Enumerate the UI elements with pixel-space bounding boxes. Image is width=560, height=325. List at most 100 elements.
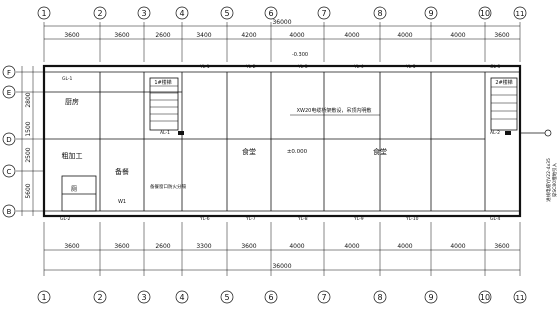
svg-text:5600: 5600 <box>25 183 32 198</box>
svg-text:4200: 4200 <box>241 32 256 39</box>
svg-text:9: 9 <box>428 9 433 18</box>
svg-text:2600: 2600 <box>155 243 170 250</box>
svg-text:2500: 2500 <box>25 147 32 162</box>
axis-bubble-top: 7 <box>317 6 331 20</box>
room-kitchen: 厨房 <box>65 97 79 106</box>
svg-text:4: 4 <box>179 293 184 302</box>
stair-1: 1#楼梯 <box>149 77 179 131</box>
svg-text:1#楼梯: 1#楼梯 <box>154 79 171 86</box>
axis-bubble-bottom: 6 <box>264 290 278 304</box>
axis-bubble-bottom: 8 <box>373 290 387 304</box>
svg-text:YL-8: YL-8 <box>297 216 308 222</box>
bottom-axis-bubbles: 1 2 3 4 5 6 7 8 9 10 11 <box>37 290 527 304</box>
svg-text:10: 10 <box>480 293 490 302</box>
svg-text:4: 4 <box>179 9 184 18</box>
axis-bubble-bottom: 7 <box>317 290 331 304</box>
svg-text:3600: 3600 <box>114 32 129 39</box>
svg-text:6: 6 <box>268 9 273 18</box>
svg-text:5: 5 <box>224 9 229 18</box>
elevation-mark-top: -0.300 <box>292 52 308 58</box>
top-axis-bubbles: 1 2 3 4 5 6 7 8 9 10 11 <box>37 6 527 20</box>
axis-bubble-top: 9 <box>424 6 438 20</box>
svg-text:4000: 4000 <box>289 32 304 39</box>
svg-text:YL-2: YL-2 <box>245 64 256 70</box>
axis-bubble-left: B <box>2 204 16 218</box>
svg-text:YL-6: YL-6 <box>199 216 210 222</box>
svg-text:4000: 4000 <box>344 243 359 250</box>
axis-bubble-bottom: 11 <box>513 290 527 304</box>
svg-text:5: 5 <box>224 293 229 302</box>
svg-text:11: 11 <box>516 10 525 18</box>
svg-text:YL-10: YL-10 <box>405 216 419 222</box>
svg-text:C: C <box>7 168 12 176</box>
svg-text:YL-4: YL-4 <box>353 64 364 70</box>
svg-text:E: E <box>7 89 11 97</box>
svg-text:1: 1 <box>41 9 46 18</box>
axis-bubble-bottom: 3 <box>137 290 151 304</box>
svg-text:YL-3: YL-3 <box>297 64 308 70</box>
svg-text:7: 7 <box>321 293 326 302</box>
cable-tray-note: XW20电缆桥架敷设，吊顶内明敷 <box>297 107 372 114</box>
svg-text:4000: 4000 <box>450 32 465 39</box>
axis-bubble-bottom: 1 <box>37 290 51 304</box>
axis-bubble-left: D <box>2 132 16 146</box>
svg-text:GL-3: GL-3 <box>490 64 501 70</box>
axis-bubble-top: 3 <box>137 6 151 20</box>
svg-text:9: 9 <box>428 293 433 302</box>
svg-text:4000: 4000 <box>450 243 465 250</box>
room-note: 备餐窗口防火分隔 <box>150 183 186 190</box>
axis-bubble-top: 10 <box>478 6 492 20</box>
axis-bubble-bottom: 10 <box>478 290 492 304</box>
room-storage: 备餐 <box>115 167 129 176</box>
room-toilet: 厕 <box>71 186 77 193</box>
left-axis-bubbles: F E D C B <box>2 65 16 218</box>
svg-text:3600: 3600 <box>494 32 509 39</box>
svg-text:3600: 3600 <box>241 243 256 250</box>
svg-text:AL-2: AL-2 <box>490 130 500 136</box>
building-walls <box>42 64 522 218</box>
svg-text:6: 6 <box>268 293 273 302</box>
svg-text:YL-1: YL-1 <box>199 64 210 70</box>
svg-text:8: 8 <box>377 9 382 18</box>
bottom-tags: GL-2 YL-6 YL-7 YL-8 YL-9 YL-10 GL-4 <box>60 216 501 222</box>
stair-2: 2#楼梯 <box>490 77 518 131</box>
svg-text:11: 11 <box>516 294 525 302</box>
axis-bubble-left: F <box>2 65 16 79</box>
total-dimension-bottom: 36000 <box>272 263 291 270</box>
svg-text:3400: 3400 <box>196 32 211 39</box>
svg-text:GL-1: GL-1 <box>62 76 73 82</box>
svg-text:1: 1 <box>41 293 46 302</box>
left-dimension-chain: 2800 1500 2500 5600 <box>16 66 44 216</box>
top-tags: GL-1 YL-1 YL-2 YL-3 YL-4 YL-5 GL-3 <box>62 64 501 82</box>
axis-bubble-bottom: 4 <box>175 290 189 304</box>
room-dining-2: 食堂 <box>373 147 387 156</box>
axis-bubble-top: 8 <box>373 6 387 20</box>
axis-bubble-bottom: 5 <box>220 290 234 304</box>
axis-bubble-top: 4 <box>175 6 189 20</box>
svg-text:3300: 3300 <box>196 243 211 250</box>
total-dimension-top: 36000 <box>272 19 291 26</box>
svg-text:AL-1: AL-1 <box>160 130 170 136</box>
svg-text:3: 3 <box>141 9 146 18</box>
axis-bubble-bottom: 9 <box>424 290 438 304</box>
svg-text:3600: 3600 <box>64 243 79 250</box>
svg-text:1500: 1500 <box>25 121 32 136</box>
svg-text:YL-7: YL-7 <box>245 216 256 222</box>
svg-text:3: 3 <box>141 293 146 302</box>
axis-bubble-top: 11 <box>513 6 527 20</box>
bottom-dimension-chain: 3600 3600 2600 3300 3600 4000 4000 4000 … <box>43 222 521 276</box>
top-dimension-chain: 36000 3600 3600 2600 3400 4200 4000 4000… <box>43 19 521 62</box>
svg-text:2#楼梯: 2#楼梯 <box>495 79 512 86</box>
svg-text:GL-2: GL-2 <box>60 216 71 222</box>
svg-text:2800: 2800 <box>25 92 32 107</box>
svg-text:8: 8 <box>377 293 382 302</box>
axis-bubble-left: E <box>2 85 16 99</box>
svg-text:4000: 4000 <box>397 243 412 250</box>
axis-bubble-top: 2 <box>93 6 107 20</box>
axis-bubble-top: 1 <box>37 6 51 20</box>
room-dining-1: 食堂 <box>242 147 256 156</box>
svg-text:2600: 2600 <box>155 32 170 39</box>
svg-text:2: 2 <box>97 293 102 302</box>
